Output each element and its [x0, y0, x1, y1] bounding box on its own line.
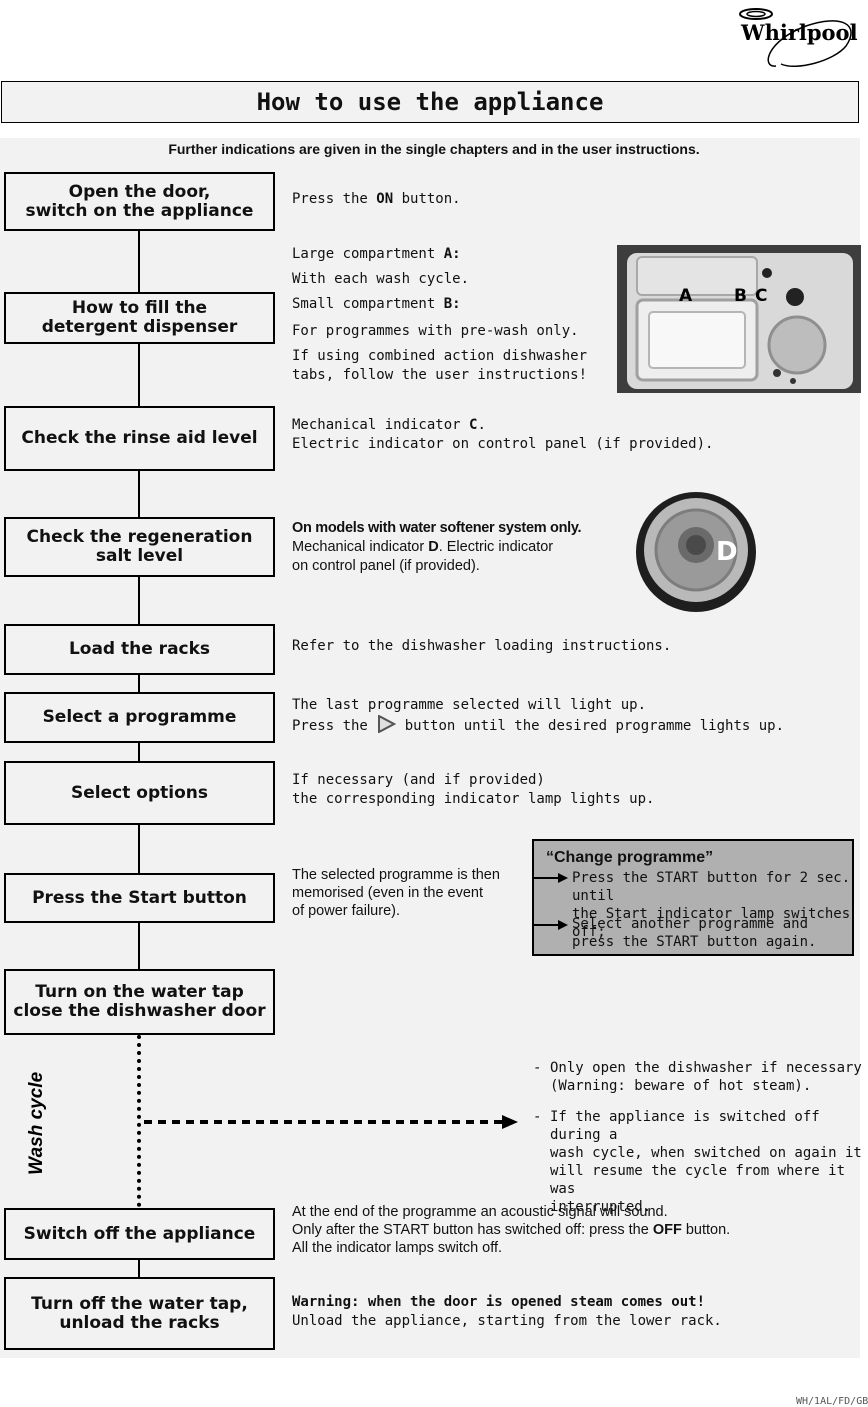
note-dash: - — [533, 1109, 542, 1125]
page-title: How to use the appliance — [256, 88, 604, 116]
note-open-dishwasher: Only open the dishwasher if necessary (W… — [550, 1060, 862, 1094]
step-label: salt level — [95, 546, 184, 566]
desc-rinse-electric: Electric indicator on control panel (if … — [292, 436, 714, 452]
step-label: Select a programme — [42, 707, 237, 727]
whirlpool-logo: Whirlpool — [739, 8, 858, 68]
step-label: close the dishwasher door — [13, 1001, 266, 1021]
salt-cap-photo: D — [636, 492, 756, 612]
desc-each-cycle: With each wash cycle. — [292, 271, 470, 287]
wash-cycle-dotted-line — [137, 1035, 141, 1207]
desc-tabs: If using combined action dishwasher tabs… — [292, 348, 588, 383]
step-rinse-aid: Check the rinse aid level — [4, 406, 275, 471]
connector-line — [138, 923, 140, 969]
change-programme-item2: Select another programme and press the S… — [572, 916, 817, 950]
step-label: Press the Start button — [32, 887, 247, 908]
change-programme-item1: Press the START button for 2 sec. until … — [572, 870, 851, 940]
change-programme-box: “Change programme” Press the START butto… — [532, 839, 854, 956]
step-label: Check the rinse aid level — [21, 428, 258, 448]
step-switch-off: Switch off the appliance — [4, 1208, 275, 1260]
wash-cycle-label: Wash cycle — [26, 1071, 47, 1175]
step-label: How to fill the — [71, 298, 208, 318]
desc-large-compartment: Large compartment A: — [292, 246, 461, 262]
desc-options: If necessary (and if provided) the corre… — [292, 772, 655, 807]
desc-last-programme: The last programme selected will light u… — [292, 697, 647, 713]
desc-salt-indicator: Mechanical indicator D. Electric indicat… — [292, 539, 554, 555]
wash-cycle-text: Wash cycle — [26, 1071, 47, 1175]
step-label: switch on the appliance — [25, 200, 254, 221]
desc-small-compartment: Small compartment B: — [292, 296, 461, 312]
connector-line — [138, 577, 140, 624]
label-c: C — [755, 286, 767, 306]
desc-warning: Warning: when the door is opened steam c… — [292, 1294, 706, 1310]
desc-start: The selected programme is then memorised… — [292, 867, 500, 919]
connector-line — [138, 1260, 140, 1277]
logo-text: Whirlpool — [740, 20, 858, 45]
subtitle: Further indications are given in the sin… — [168, 141, 700, 157]
desc-end-signal: At the end of the programme an acoustic … — [292, 1204, 668, 1220]
connector-line — [138, 344, 140, 406]
desc-prewash: For programmes with pre-wash only. — [292, 323, 579, 339]
arrow-icon — [534, 920, 568, 930]
desc-on: Press the ON button. — [292, 191, 461, 207]
detergent-dispenser-photo: A B C — [617, 245, 861, 393]
step-label: detergent dispenser — [41, 317, 238, 337]
step-label: Select options — [71, 782, 208, 803]
step-label: Open the door, — [68, 181, 211, 202]
desc-load-racks: Refer to the dishwasher loading instruct… — [292, 638, 672, 654]
page-code: WH/1AL/FD/GB — [796, 1396, 868, 1407]
page-title-bar: How to use the appliance — [1, 81, 859, 123]
desc-rinse-aid: Mechanical indicator C. — [292, 417, 486, 433]
step-load-racks: Load the racks — [4, 624, 275, 675]
step-label: Check the regeneration — [26, 527, 253, 547]
step-label: Load the racks — [68, 639, 211, 659]
step-select-options: Select options — [4, 761, 275, 825]
arrow-icon — [534, 873, 568, 883]
step-select-programme: Select a programme — [4, 692, 275, 743]
label-a: A — [679, 286, 693, 306]
step-label: Turn on the water tap — [35, 982, 244, 1002]
note-dash: - — [533, 1060, 542, 1076]
step-unload-racks: Turn off the water tap,unload the racks — [4, 1277, 275, 1350]
step-label: Switch off the appliance — [23, 1223, 256, 1244]
desc-salt-models: On models with water softener system onl… — [292, 520, 582, 536]
label-b: B — [734, 286, 747, 306]
connector-line — [138, 743, 140, 761]
desc-lamps-off: All the indicator lamps switch off. — [292, 1240, 503, 1256]
label-d: D — [716, 537, 738, 567]
step-label: Turn off the water tap, — [31, 1293, 248, 1314]
step-open-door: Open the door,switch on the appliance — [4, 172, 275, 231]
connector-line — [138, 675, 140, 692]
desc-salt-panel: on control panel (if provided). — [292, 558, 480, 574]
desc-press-off: Only after the START button has switched… — [292, 1222, 731, 1238]
connector-line — [138, 231, 140, 292]
note-switched-off: If the appliance is switched off during … — [550, 1109, 862, 1215]
step-press-start: Press the Start button — [4, 873, 275, 923]
connector-line — [138, 825, 140, 873]
change-programme-title: “Change programme” — [546, 849, 714, 866]
dotted-arrow — [144, 1115, 518, 1129]
play-icon — [376, 714, 397, 734]
step-label: unload the racks — [59, 1312, 220, 1333]
connector-line — [138, 471, 140, 517]
desc-unload: Unload the appliance, starting from the … — [292, 1313, 722, 1329]
desc-press-button: Press the button until the desired progr… — [292, 714, 784, 736]
